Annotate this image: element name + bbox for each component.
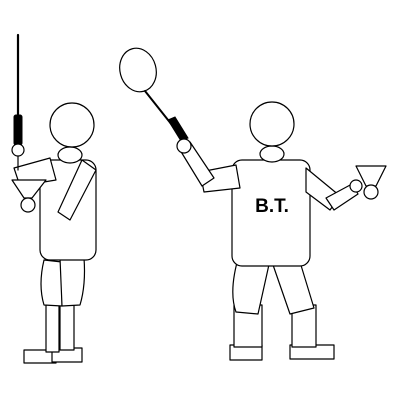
racket-head <box>119 47 157 93</box>
right-player-shirt-text: B.T. <box>255 196 289 217</box>
right-player-head <box>249 101 295 147</box>
left-player-racket-hand <box>11 143 25 157</box>
left-player-shorts <box>40 259 63 307</box>
left-player-right-leg <box>59 299 75 351</box>
right-player: B.T. <box>119 47 387 361</box>
racket-grip <box>167 116 189 142</box>
right-player-racket <box>119 47 189 142</box>
right-player-racket-hand <box>176 138 192 154</box>
left-player-shuttlecock <box>11 179 47 213</box>
right-player-shuttlecock <box>355 165 387 200</box>
left-player-forearm <box>57 159 97 221</box>
left-player <box>11 33 97 364</box>
right-player-neck <box>259 145 285 163</box>
left-player-left-leg <box>45 299 60 353</box>
right-player-forearm <box>325 183 359 211</box>
right-player-shorts-right <box>271 261 315 315</box>
left-player-head <box>49 102 95 148</box>
left-player-neck <box>57 146 83 164</box>
left-player-racket <box>13 33 23 146</box>
right-player-shuttle-hand <box>349 179 363 193</box>
